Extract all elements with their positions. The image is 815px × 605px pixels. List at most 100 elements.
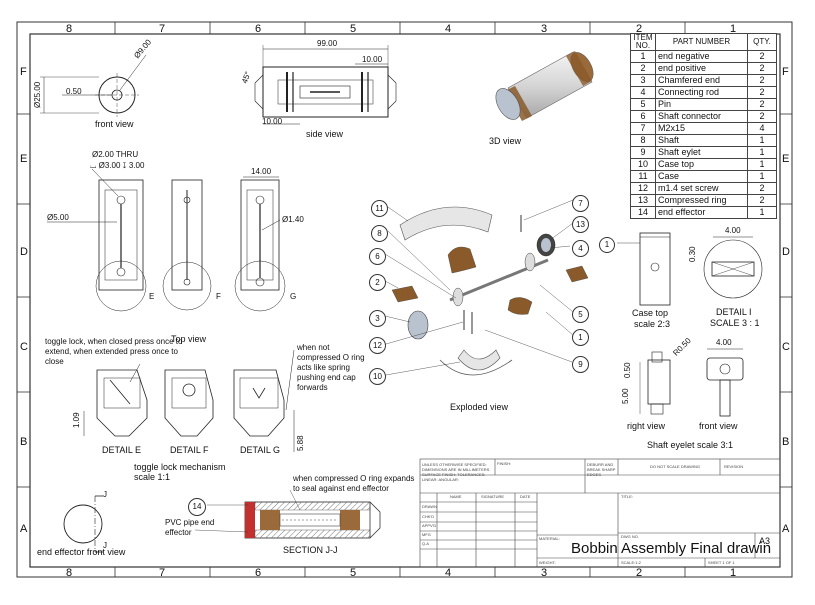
eyelet-dim-w: 4.00	[716, 338, 732, 347]
eyelet-dim-h2: 0.50	[623, 362, 632, 378]
detail-i-label: DETAIL I	[716, 307, 752, 317]
bom-part-number: Shaft eylet	[655, 146, 748, 159]
tb-drawing-name: Bobbin Assembly Final drawin	[571, 541, 772, 556]
tb-role: DRAWN	[422, 504, 437, 509]
exploded-balloon: 9	[572, 356, 589, 373]
case-top-graphic	[617, 232, 671, 306]
exploded-balloon: 1	[572, 329, 589, 346]
tb-scale: SCALE:1:2	[621, 560, 641, 565]
section-jj-label: SECTION J-J	[283, 545, 338, 555]
bom-part-number: M2x15	[655, 122, 748, 135]
top-label-e: E	[149, 292, 155, 301]
bom-part-number: Connecting rod	[655, 86, 748, 99]
eyelet-right-view: right view	[627, 421, 666, 431]
side-dim-right: 10.00	[362, 55, 383, 64]
bom-part-number: Chamfered end	[655, 74, 748, 87]
bom-qty: 2	[747, 62, 777, 75]
inner-border	[29, 33, 781, 568]
end-effector-graphic	[63, 495, 103, 553]
zone-col-bottom: 5	[350, 567, 357, 579]
section-mark-j-top: J	[103, 490, 107, 499]
shaft-eyelet-graphic	[639, 348, 744, 417]
title-block-grid	[419, 458, 781, 568]
section-jj-graphic	[194, 489, 381, 539]
eyelet-label: Shaft eyelet scale 3:1	[647, 440, 734, 450]
tb-title: TITLE:	[621, 494, 634, 499]
bom-part-number: Case	[655, 170, 748, 183]
exploded-balloon: 6	[369, 248, 386, 265]
section-note-top: when compressed O ring expands to seal a…	[293, 474, 415, 493]
tb-role: APPV'D	[422, 523, 437, 528]
bom-item-no: 12	[630, 182, 656, 195]
detail-dim-588: 5.88	[296, 435, 305, 451]
detail-i-scale: SCALE 3 : 1	[710, 318, 760, 328]
detail-dim-109: 1.09	[72, 412, 81, 428]
side-view-label: side view	[306, 129, 344, 139]
bom-part-number: Shaft	[655, 134, 748, 147]
bom-qty: 1	[747, 206, 777, 219]
zone-row-left: B	[20, 436, 28, 448]
zone-col-bottom: 6	[255, 567, 262, 579]
tb-dwg: DWG NO.	[621, 534, 639, 539]
bom-item-no: 9	[630, 146, 656, 159]
bom-item-no: 7	[630, 122, 656, 135]
case-top-balloon: 1	[599, 237, 615, 253]
tb-date: DATE	[520, 494, 531, 499]
tb-revision: REVISION	[724, 464, 744, 469]
end-effector-label: end effector front view	[37, 547, 126, 557]
bom-part-number: end positive	[655, 62, 748, 75]
bom-qty: 2	[747, 110, 777, 123]
bom-part-number: Compressed ring	[655, 194, 748, 207]
detail-g-label: DETAIL G	[240, 445, 281, 455]
top-dim-14: 14.00	[251, 167, 272, 176]
section-mark-j-bottom: J	[103, 541, 107, 550]
front-dim-small: 0.50	[66, 87, 82, 96]
bom-item-no: 1	[630, 50, 656, 63]
zone-col-top: 7	[159, 23, 166, 35]
top-cbore-note: ⌴ Ø3.00 ↧ 3.00	[90, 161, 145, 170]
bom-item-no: 11	[630, 170, 656, 183]
top-thru-note: Ø2.00 THRU	[92, 150, 139, 159]
tb-material: MATERIAL:	[539, 536, 560, 541]
o-ring-note: when not compressed O ring acts like spr…	[297, 343, 365, 392]
exploded-balloon: 2	[369, 274, 386, 291]
bom-header-item: ITEM NO.	[630, 33, 656, 51]
toggle-lock-note: toggle lock, when closed press once to e…	[45, 337, 183, 366]
tb-weight: WEIGHT:	[539, 560, 556, 565]
bom-qty: 2	[747, 182, 777, 195]
bom-qty: 1	[747, 170, 777, 183]
zone-row-left: F	[20, 66, 27, 78]
detail-efg-graphic	[83, 349, 295, 452]
tb-finish: FINISH:	[497, 461, 512, 466]
bom-item-no: 2	[630, 62, 656, 75]
bom-part-number: end effector	[655, 206, 748, 219]
bom-part-number: end negative	[655, 50, 748, 63]
exploded-view-label: Exploded view	[450, 402, 509, 412]
bom-qty: 1	[747, 158, 777, 171]
zone-row-right: C	[782, 341, 790, 353]
side-dim-length: 99.00	[317, 39, 338, 48]
tb-dns: DO NOT SCALE DRAWING	[650, 464, 701, 469]
front-view-label: front view	[95, 119, 134, 129]
bom-item-no: 10	[630, 158, 656, 171]
case-top-label: Case top	[632, 308, 669, 318]
exploded-balloon: 12	[369, 337, 386, 354]
bom-item-no: 5	[630, 98, 656, 111]
front-dim-dia: Ø25.00	[33, 81, 42, 108]
case-top-scale: scale 2:3	[634, 319, 671, 329]
exploded-balloon: 11	[371, 200, 388, 217]
bom-item-no: 3	[630, 74, 656, 87]
zone-col-bottom: 3	[541, 567, 548, 579]
zone-col-bottom: 4	[445, 567, 452, 579]
tb-signature: SIGNATURE	[481, 494, 505, 499]
top-view-label: Top view	[171, 334, 207, 344]
bom-item-no: 14	[630, 206, 656, 219]
